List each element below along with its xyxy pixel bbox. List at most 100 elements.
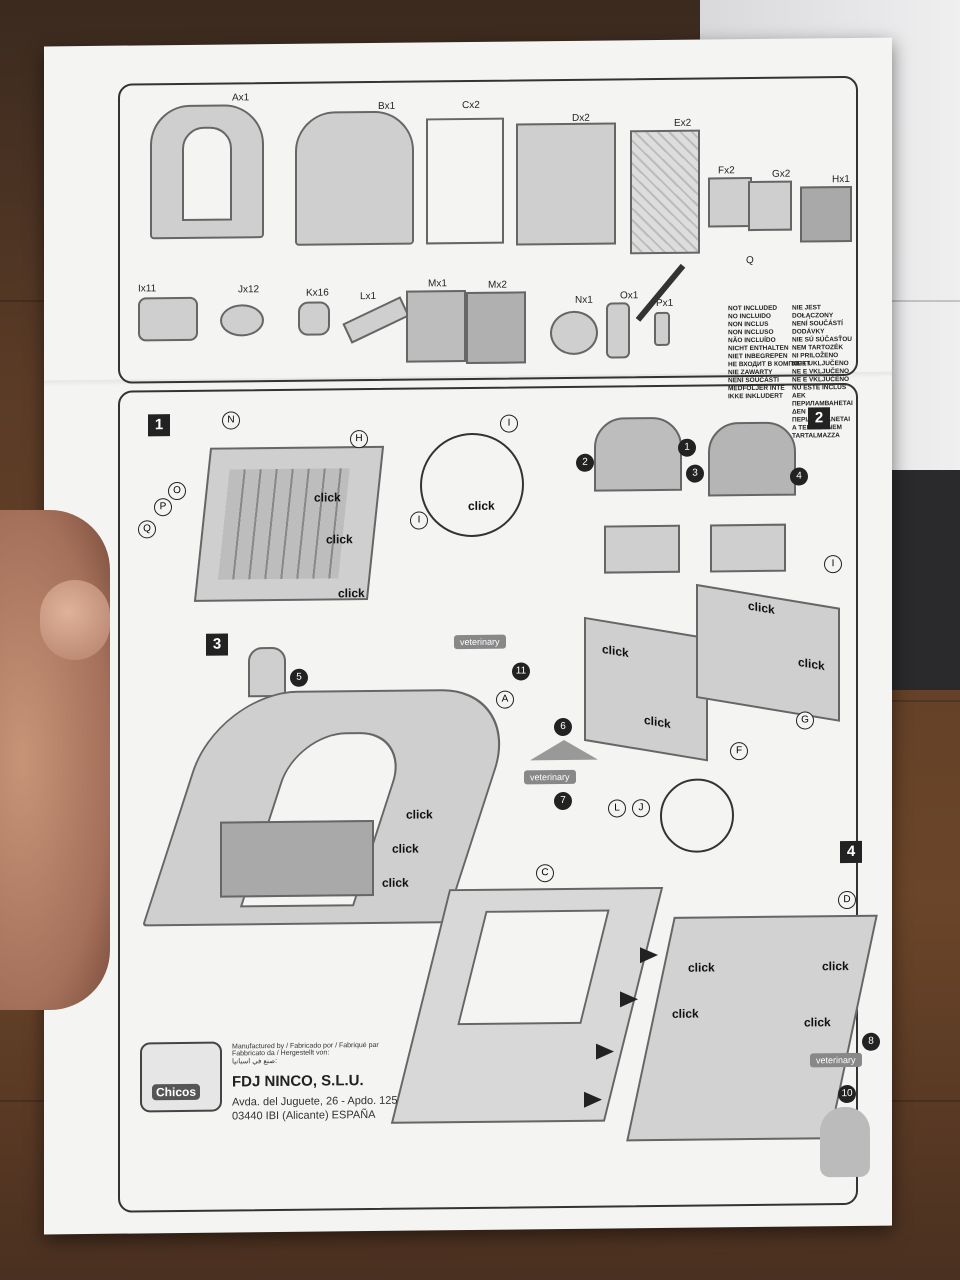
click-label: click (326, 532, 353, 547)
direction-arrow-icon (640, 947, 658, 964)
click-label: click (672, 1006, 699, 1021)
veterinary-sign-sticker: veterinary (524, 769, 576, 785)
part-label-c: Cx2 (462, 99, 480, 112)
step2-shutter-g: click click (696, 583, 840, 722)
manufacturer-info: Manufactured by / Fabricado por / Fabriq… (232, 1042, 398, 1123)
step2-sticker-3-4 (708, 421, 796, 497)
manufacturer-address-2: 03440 IBI (Alicante) ESPAÑA (232, 1108, 376, 1123)
part-label-m1: Mx1 (428, 278, 447, 290)
part-d-panel (516, 122, 616, 246)
click-label: click (804, 1015, 831, 1030)
label-h: H (350, 430, 368, 449)
part-label-e: Ex2 (674, 117, 692, 129)
direction-arrow-icon (620, 991, 638, 1008)
label-f: F (730, 742, 748, 761)
label-j: J (632, 799, 650, 818)
click-label: click (338, 586, 365, 601)
label-c: C (536, 864, 554, 883)
sticker-3: 3 (686, 464, 704, 483)
part-a-panel (150, 104, 264, 240)
part-h-grid (800, 185, 852, 243)
sticker-1: 1 (678, 438, 696, 457)
label-a: A (496, 690, 514, 709)
part-label-i: Ix11 (138, 283, 157, 295)
manufacturer-address-1: Avda. del Juguete, 26 - Apdo. 125 (232, 1094, 398, 1109)
click-label: click (644, 712, 671, 732)
part-g-shutter (748, 180, 792, 232)
part-label-f: Fx2 (718, 165, 735, 177)
part-c-frame (426, 117, 504, 245)
part-label-l: Lx1 (360, 290, 377, 303)
part-e-roof (630, 129, 700, 255)
step1-zoom-detail: click (420, 432, 524, 538)
label-n: N (222, 411, 240, 430)
label-p: P (154, 498, 172, 517)
direction-arrow-icon (596, 1043, 614, 1060)
part-label-a: Ax1 (232, 92, 250, 104)
click-label: click (822, 959, 849, 974)
sticker-7: 7 (554, 791, 572, 811)
part-label-j: Jx12 (238, 284, 260, 296)
part-f-shutter (708, 177, 752, 228)
part-l-peg (342, 296, 410, 344)
click-label: click (468, 498, 495, 513)
step-1-badge: 1 (148, 414, 170, 437)
part-m-sticker-sheet-2 (466, 291, 526, 365)
manufacturer-label-arabic: صنع في اسبانيا: (232, 1057, 278, 1066)
click-label: click (688, 960, 715, 975)
step3-door-h (220, 819, 374, 898)
parts-list-frame: Ax1 Bx1 Cx2 Dx2 Ex2 Fx2 Gx2 Hx1 Ix11 Jx1… (118, 75, 858, 440)
click-label: click (798, 654, 825, 674)
sticker-11: 11 (512, 662, 530, 681)
step2-shutter-f: click click (584, 616, 708, 762)
step3-roof-triangle-sticker (530, 739, 598, 761)
step1-gate-bars (218, 468, 350, 580)
step1-gate-panel (193, 445, 385, 602)
step4-frame-opening (457, 909, 610, 1026)
label-o: O (168, 481, 186, 501)
label-d: D (838, 890, 856, 910)
chicos-logo: Chicos (140, 1041, 222, 1113)
sticker-6: 6 (554, 717, 572, 737)
sticker-2: 2 (576, 453, 594, 472)
click-label: click (406, 807, 433, 822)
veterinary-banner-sticker: veterinary (454, 634, 506, 650)
step4-screw-zoom (660, 778, 734, 853)
logo-text: Chicos (152, 1083, 201, 1101)
direction-arrow-icon (584, 1091, 602, 1108)
part-p-pin (654, 311, 670, 347)
cat-sticker-icon (820, 1106, 870, 1178)
part-k-plug (298, 301, 330, 336)
instruction-sheet: Ax1 Bx1 Cx2 Dx2 Ex2 Fx2 Gx2 Hx1 Ix11 Jx1… (44, 37, 892, 1235)
step-2-badge: 2 (808, 407, 830, 430)
step3-paw-sign (248, 646, 286, 698)
manufacturer-name: FDJ NINCO, S.L.U. (232, 1072, 364, 1091)
click-label: click (748, 598, 775, 617)
label-i-2: I (410, 511, 428, 530)
step-4-badge: 4 (840, 840, 862, 864)
sticker-10: 10 (838, 1084, 856, 1104)
label-i: I (500, 414, 518, 433)
part-label-k: Kx16 (306, 287, 329, 299)
step2-shutter-pair-2 (710, 523, 786, 573)
click-label: click (602, 641, 629, 661)
part-i-connector (138, 296, 198, 342)
click-label: click (392, 841, 419, 856)
sticker-4: 4 (790, 467, 808, 486)
label-l: L (608, 799, 626, 818)
step-3-badge: 3 (206, 633, 228, 656)
part-a-window (182, 126, 232, 221)
part-label-g: Gx2 (772, 168, 791, 180)
part-b-panel (295, 110, 414, 246)
part-label-h: Hx1 (832, 174, 850, 186)
label-g: G (796, 711, 814, 730)
step2-shutter-pair-1 (604, 524, 680, 574)
assembly-steps-frame: 1 N H O P Q click click click click I I … (118, 382, 880, 1213)
veterinary-sign-sticker-2: veterinary (810, 1052, 862, 1068)
thumb (40, 580, 110, 660)
part-m-sticker-sheet-1 (406, 290, 466, 363)
sticker-5: 5 (290, 668, 308, 687)
part-j-screw-cap (220, 304, 264, 337)
click-label: click (314, 490, 341, 505)
label-q: Q (138, 520, 156, 539)
